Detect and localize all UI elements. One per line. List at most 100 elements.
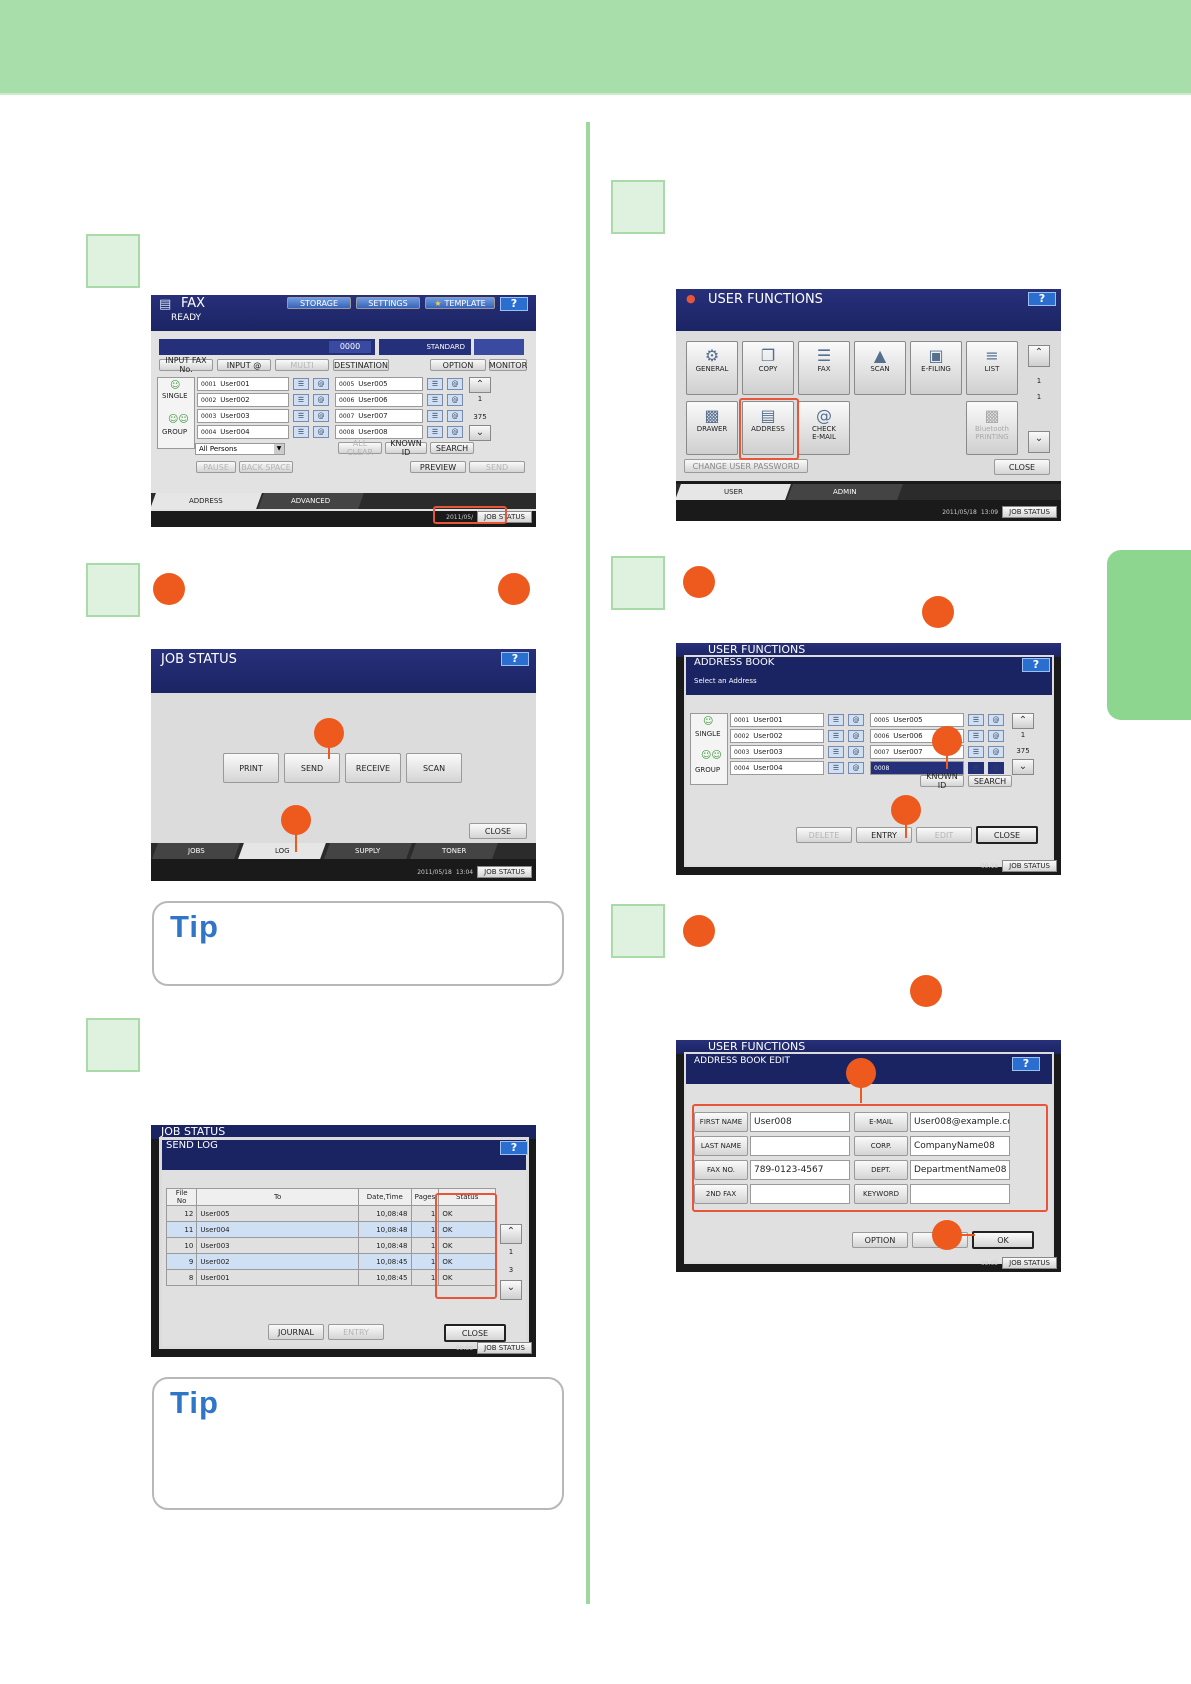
scroll-up-button[interactable]: ⌃ xyxy=(500,1224,522,1244)
fax-icon[interactable]: ☰ xyxy=(828,714,844,726)
scan-button[interactable]: ▲SCAN xyxy=(854,341,906,395)
help-button[interactable]: ? xyxy=(1028,292,1056,306)
job-status-button[interactable]: JOB STATUS xyxy=(477,866,532,878)
receive-button[interactable]: RECEIVE xyxy=(345,753,401,783)
tab-toner[interactable]: TONER xyxy=(410,843,498,859)
fax-icon[interactable]: ☰ xyxy=(828,730,844,742)
back-space-button[interactable]: BACK SPACE xyxy=(239,461,293,473)
tab-log[interactable]: LOG xyxy=(238,843,326,859)
tab-group[interactable]: GROUP xyxy=(695,766,721,774)
close-button[interactable]: CLOSE xyxy=(994,459,1050,475)
address-filter-select[interactable]: All Persons ▼ xyxy=(195,443,285,455)
field-label-email[interactable]: E-MAIL xyxy=(854,1112,908,1132)
e-filing-button[interactable]: ▣E-FILING xyxy=(910,341,962,395)
close-button[interactable]: CLOSE xyxy=(444,1324,506,1342)
fax-icon[interactable]: ☰ xyxy=(427,426,443,438)
entry-button[interactable]: ENTRY xyxy=(328,1324,384,1340)
email-icon[interactable]: @ xyxy=(313,394,329,406)
settings-button[interactable]: SETTINGS xyxy=(356,297,420,309)
email-icon[interactable]: @ xyxy=(988,746,1004,758)
email-icon[interactable]: @ xyxy=(848,762,864,774)
option-button[interactable]: OPTION xyxy=(430,359,486,371)
field-corp[interactable]: CompanyName08 xyxy=(910,1136,1010,1156)
fax-icon[interactable]: ☰ xyxy=(968,714,984,726)
job-status-button[interactable]: JOB STATUS xyxy=(477,1342,532,1354)
email-icon[interactable]: @ xyxy=(447,426,463,438)
field-dept[interactable]: DepartmentName08 xyxy=(910,1160,1010,1180)
general-button[interactable]: ⚙GENERAL xyxy=(686,341,738,395)
change-password-button[interactable]: CHANGE USER PASSWORD xyxy=(684,459,808,473)
fax-icon[interactable]: ☰ xyxy=(293,410,309,422)
print-button[interactable]: PRINT xyxy=(223,753,279,783)
known-id-button[interactable]: KNOWN ID xyxy=(385,439,427,457)
option-button[interactable]: OPTION xyxy=(852,1232,908,1248)
fax-icon[interactable]: ☰ xyxy=(293,378,309,390)
fax-icon[interactable]: ☰ xyxy=(968,762,984,774)
scroll-down-button[interactable]: ⌄ xyxy=(1012,759,1034,775)
monitor-button[interactable]: MONITOR xyxy=(488,359,528,371)
field-label-corp[interactable]: CORP. xyxy=(854,1136,908,1156)
tab-advanced[interactable]: ADVANCED xyxy=(258,493,364,509)
close-button[interactable]: CLOSE xyxy=(976,826,1038,844)
field-label-second_fax[interactable]: 2ND FAX xyxy=(694,1184,748,1204)
email-icon[interactable]: @ xyxy=(447,410,463,422)
list-item[interactable]: 0008 xyxy=(870,761,964,775)
help-button[interactable]: ? xyxy=(500,1141,528,1155)
tab-address[interactable]: ADDRESS xyxy=(151,493,262,509)
job-status-button[interactable]: JOB STATUS xyxy=(1002,1257,1057,1269)
help-button[interactable]: ? xyxy=(501,652,529,666)
fax-icon[interactable]: ☰ xyxy=(427,378,443,390)
fax-icon[interactable]: ☰ xyxy=(828,762,844,774)
pause-button[interactable]: PAUSE xyxy=(196,461,236,473)
help-button[interactable]: ? xyxy=(1012,1057,1040,1071)
field-label-keyword[interactable]: KEYWORD xyxy=(854,1184,908,1204)
search-button[interactable]: SEARCH xyxy=(430,442,474,454)
scroll-down-button[interactable]: ⌄ xyxy=(469,425,491,441)
input-at-button[interactable]: INPUT @ xyxy=(217,359,271,371)
field-keyword[interactable] xyxy=(910,1184,1010,1204)
input-fax-button[interactable]: INPUT FAX No. xyxy=(159,356,213,374)
email-icon[interactable]: @ xyxy=(313,378,329,390)
tab-admin[interactable]: ADMIN xyxy=(787,484,903,500)
edit-button[interactable]: EDIT xyxy=(916,827,972,843)
field-label-fax_no[interactable]: FAX NO. xyxy=(694,1160,748,1180)
scroll-down-button[interactable]: ⌄ xyxy=(1028,431,1050,453)
journal-button[interactable]: JOURNAL xyxy=(268,1324,324,1340)
destination-button[interactable]: DESTINATION xyxy=(333,359,389,371)
fax-icon[interactable]: ☰ xyxy=(968,730,984,742)
email-icon[interactable]: @ xyxy=(313,410,329,422)
field-label-first_name[interactable]: FIRST NAME xyxy=(694,1112,748,1132)
email-icon[interactable]: @ xyxy=(988,730,1004,742)
help-button[interactable]: ? xyxy=(1022,658,1050,672)
scroll-down-button[interactable]: ⌄ xyxy=(500,1280,522,1300)
scroll-up-button[interactable]: ⌃ xyxy=(1012,713,1034,729)
email-icon[interactable]: @ xyxy=(447,378,463,390)
template-button[interactable]: ★TEMPLATE xyxy=(425,297,495,309)
preview-button[interactable]: PREVIEW xyxy=(410,461,466,473)
storage-button[interactable]: STORAGE xyxy=(287,297,351,309)
scroll-up-button[interactable]: ⌃ xyxy=(469,377,491,393)
field-email[interactable]: User008@example.com xyxy=(910,1112,1010,1132)
email-icon[interactable]: @ xyxy=(848,730,864,742)
email-icon[interactable]: @ xyxy=(447,394,463,406)
field-label-dept[interactable]: DEPT. xyxy=(854,1160,908,1180)
tab-single[interactable]: SINGLE xyxy=(162,392,188,400)
email-icon[interactable]: @ xyxy=(313,426,329,438)
field-fax_no[interactable]: 789-0123-4567 xyxy=(750,1160,850,1180)
known-id-button[interactable]: KNOWN ID xyxy=(920,772,964,790)
